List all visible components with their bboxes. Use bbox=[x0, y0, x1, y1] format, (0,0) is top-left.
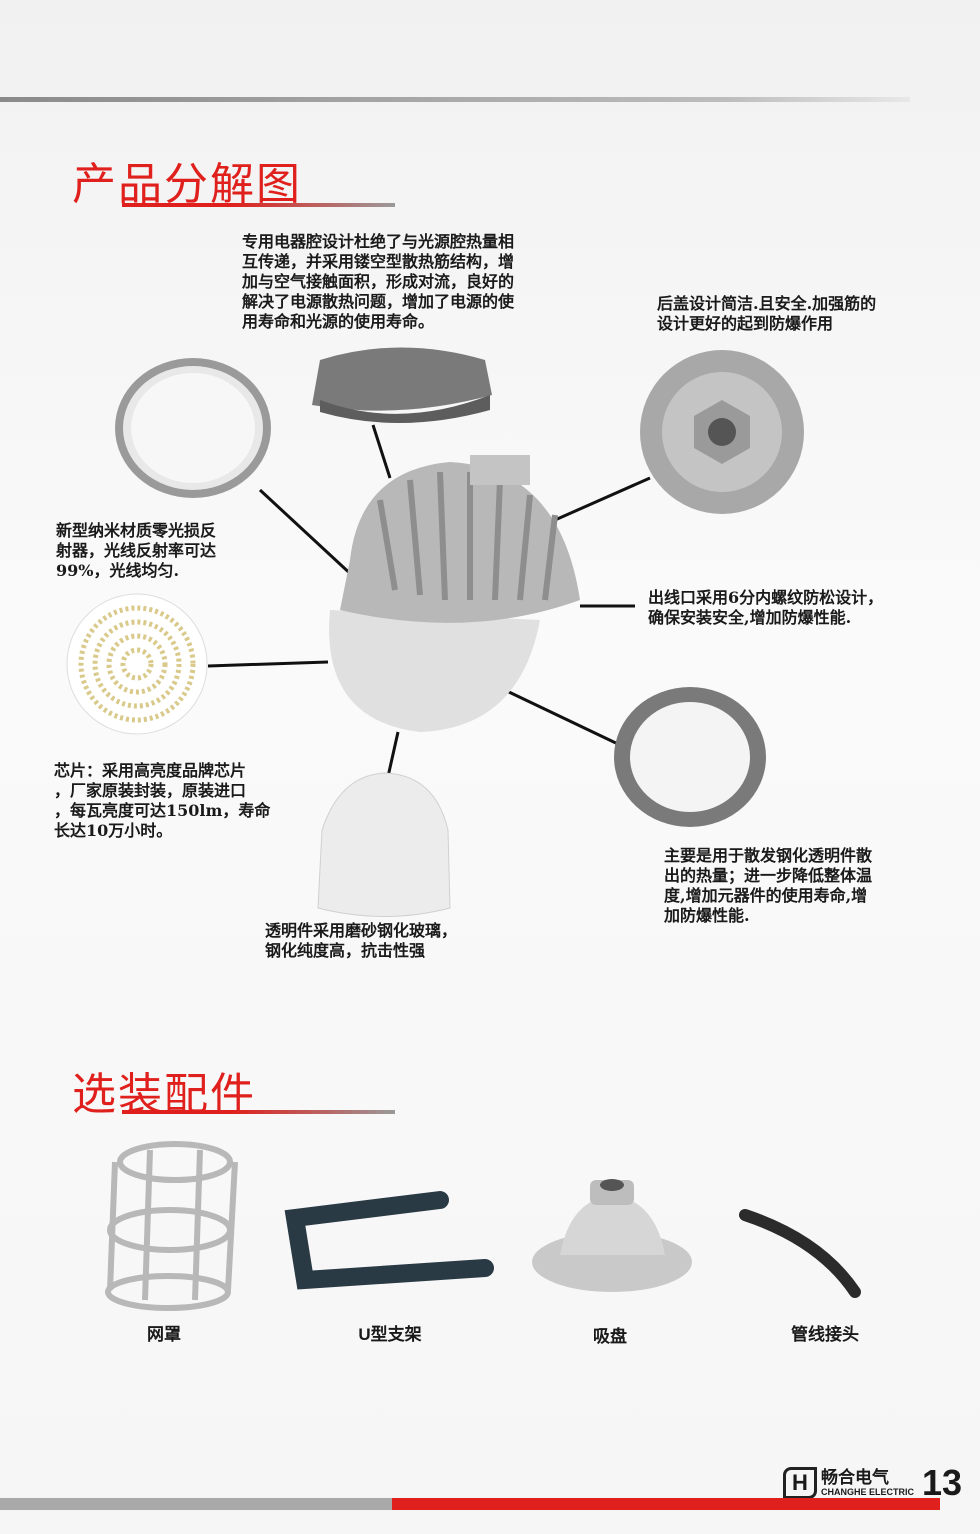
note-glass: 透明件采用磨砂钢化玻璃， 钢化纯度高，抗击性强 bbox=[265, 921, 458, 960]
suction-mount-image bbox=[532, 1179, 692, 1292]
accessory-label-conduit: 管线接头 bbox=[791, 1325, 859, 1344]
accessory-label-guard: 网罩 bbox=[147, 1325, 181, 1344]
connector-line bbox=[207, 660, 329, 668]
conduit-connector-image bbox=[739, 1209, 861, 1298]
note-electrical-housing: 专用电器腔设计杜绝了与光源腔热量相 互传递，并采用镂空型散热筋结构，增 加与空气… bbox=[242, 232, 515, 331]
logo-mark: H bbox=[783, 1467, 817, 1499]
accessory-label-u-bracket: U型支架 bbox=[358, 1325, 422, 1344]
main-lamp-image bbox=[329, 455, 580, 732]
note-back-cover: 后盖设计简洁.且安全.加强筋的 设计更好的起到防爆作用 bbox=[657, 294, 877, 333]
connector-line bbox=[554, 476, 651, 522]
section-title-exploded-view: 产品分解图 bbox=[72, 159, 302, 210]
note-cable-outlet: 出线口采用6分内螺纹防松设计， 确保安装安全,增加防爆性能. bbox=[648, 588, 884, 627]
accessory-label-suction-mount: 吸盘 bbox=[593, 1327, 627, 1346]
brand-logo: H 畅合电气 CHANGHE ELECTRIC 13 bbox=[783, 1462, 962, 1504]
connector-line bbox=[258, 488, 357, 580]
u-bracket-image bbox=[284, 1191, 494, 1290]
connector-lines bbox=[207, 424, 651, 791]
footer-bar-grey bbox=[0, 1498, 392, 1510]
top-divider bbox=[0, 97, 910, 102]
seal-ring-image bbox=[614, 687, 766, 827]
electrical-housing-image bbox=[312, 347, 492, 424]
footer-bar-red bbox=[392, 1498, 940, 1510]
note-reflector: 新型纳米材质零光损反 射器，光线反射率可达 99%，光线均匀. bbox=[56, 521, 217, 580]
back-cover-image bbox=[640, 350, 804, 514]
led-board-image bbox=[66, 593, 208, 735]
brand-name-cn: 畅合电气 bbox=[821, 1468, 889, 1488]
note-heat-ring: 主要是用于散发钢化透明件散 出的热量；进一步降低整体温 度,增加元器件的使用寿命… bbox=[664, 846, 873, 925]
brand-name-en: CHANGHE ELECTRIC bbox=[821, 1487, 915, 1497]
page-number: 13 bbox=[922, 1462, 963, 1503]
glass-dome-image bbox=[317, 772, 451, 917]
connector-line bbox=[371, 424, 392, 479]
title-underline bbox=[122, 1110, 395, 1114]
note-led-chip: 芯片：采用高亮度品牌芯片 ，厂家原装封装，原装进口 ，每瓦亮度可达150lm，寿… bbox=[54, 761, 271, 840]
guard-mesh-image bbox=[105, 1141, 238, 1311]
title-underline bbox=[122, 203, 395, 207]
reflector-ring-image bbox=[115, 358, 271, 498]
connector-line bbox=[489, 681, 621, 747]
